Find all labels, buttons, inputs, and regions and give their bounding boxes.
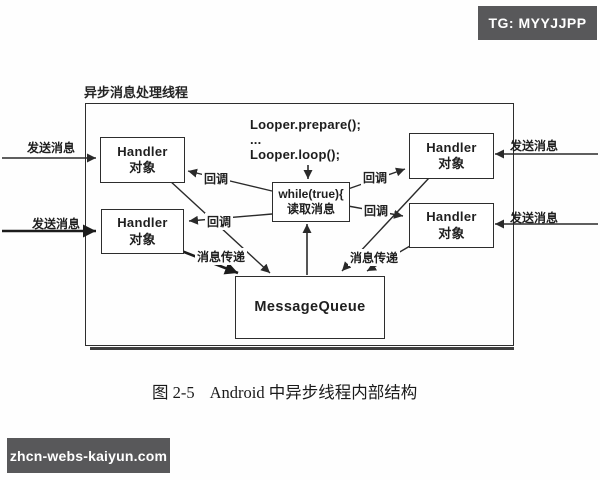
callback-label-bottom-right: 回调: [362, 202, 391, 219]
handler-label: Handler: [117, 143, 168, 159]
scan-shadow-line: [90, 347, 514, 350]
figure-caption: 图 2-5 Android 中异步线程内部结构: [152, 379, 417, 403]
handler-label: Handler: [117, 215, 168, 231]
messagequeue-label: MessageQueue: [254, 299, 366, 316]
handler-sublabel: 对象: [129, 160, 156, 175]
telegram-watermark-badge: TG: MYYJJPP: [478, 6, 597, 40]
send-message-label-right-top: 发送消息: [510, 139, 559, 153]
website-watermark-badge: zhcn-webs-kaiyun.com: [7, 438, 170, 473]
while-loop-box: while(true){ 读取消息: [272, 182, 350, 222]
messagequeue-box: MessageQueue: [235, 276, 385, 339]
handler-sublabel: 对象: [438, 156, 465, 171]
figure-number: 图 2-5: [152, 383, 195, 402]
looper-loop-line: Looper.loop();: [250, 147, 341, 162]
callback-label-top-right: 回调: [361, 169, 390, 186]
while-condition-label: while(true){: [278, 187, 344, 201]
handler-box-top-right: Handler 对象: [409, 133, 494, 179]
handler-sublabel: 对象: [129, 231, 156, 247]
handler-box-bottom-right: Handler 对象: [409, 203, 494, 248]
figure-title: Android 中异步线程内部结构: [209, 383, 418, 402]
callback-label-bottom-left: 回调: [205, 213, 234, 230]
handler-box-top-left: Handler 对象: [100, 137, 185, 183]
message-pass-label-right: 消息传递: [348, 249, 401, 266]
message-pass-label-left: 消息传递: [195, 248, 248, 265]
handler-sublabel: 对象: [438, 225, 465, 241]
thread-box-title: 异步消息处理线程: [84, 85, 189, 100]
handler-label: Handler: [426, 139, 477, 155]
handler-box-bottom-left: Handler 对象: [101, 209, 184, 254]
looper-prepare-line: Looper.prepare();: [250, 117, 362, 132]
send-message-label-left-bottom: 发送消息: [32, 217, 81, 231]
send-message-label-right-bottom: 发送消息: [510, 211, 559, 225]
callback-label-top-left: 回调: [202, 170, 231, 187]
handler-label: Handler: [426, 209, 477, 225]
read-message-label: 读取消息: [286, 202, 335, 216]
looper-ellipsis-line: ...: [250, 132, 262, 147]
send-message-label-left-top: 发送消息: [27, 141, 76, 155]
looper-code-block: Looper.prepare(); ... Looper.loop();: [250, 117, 361, 162]
